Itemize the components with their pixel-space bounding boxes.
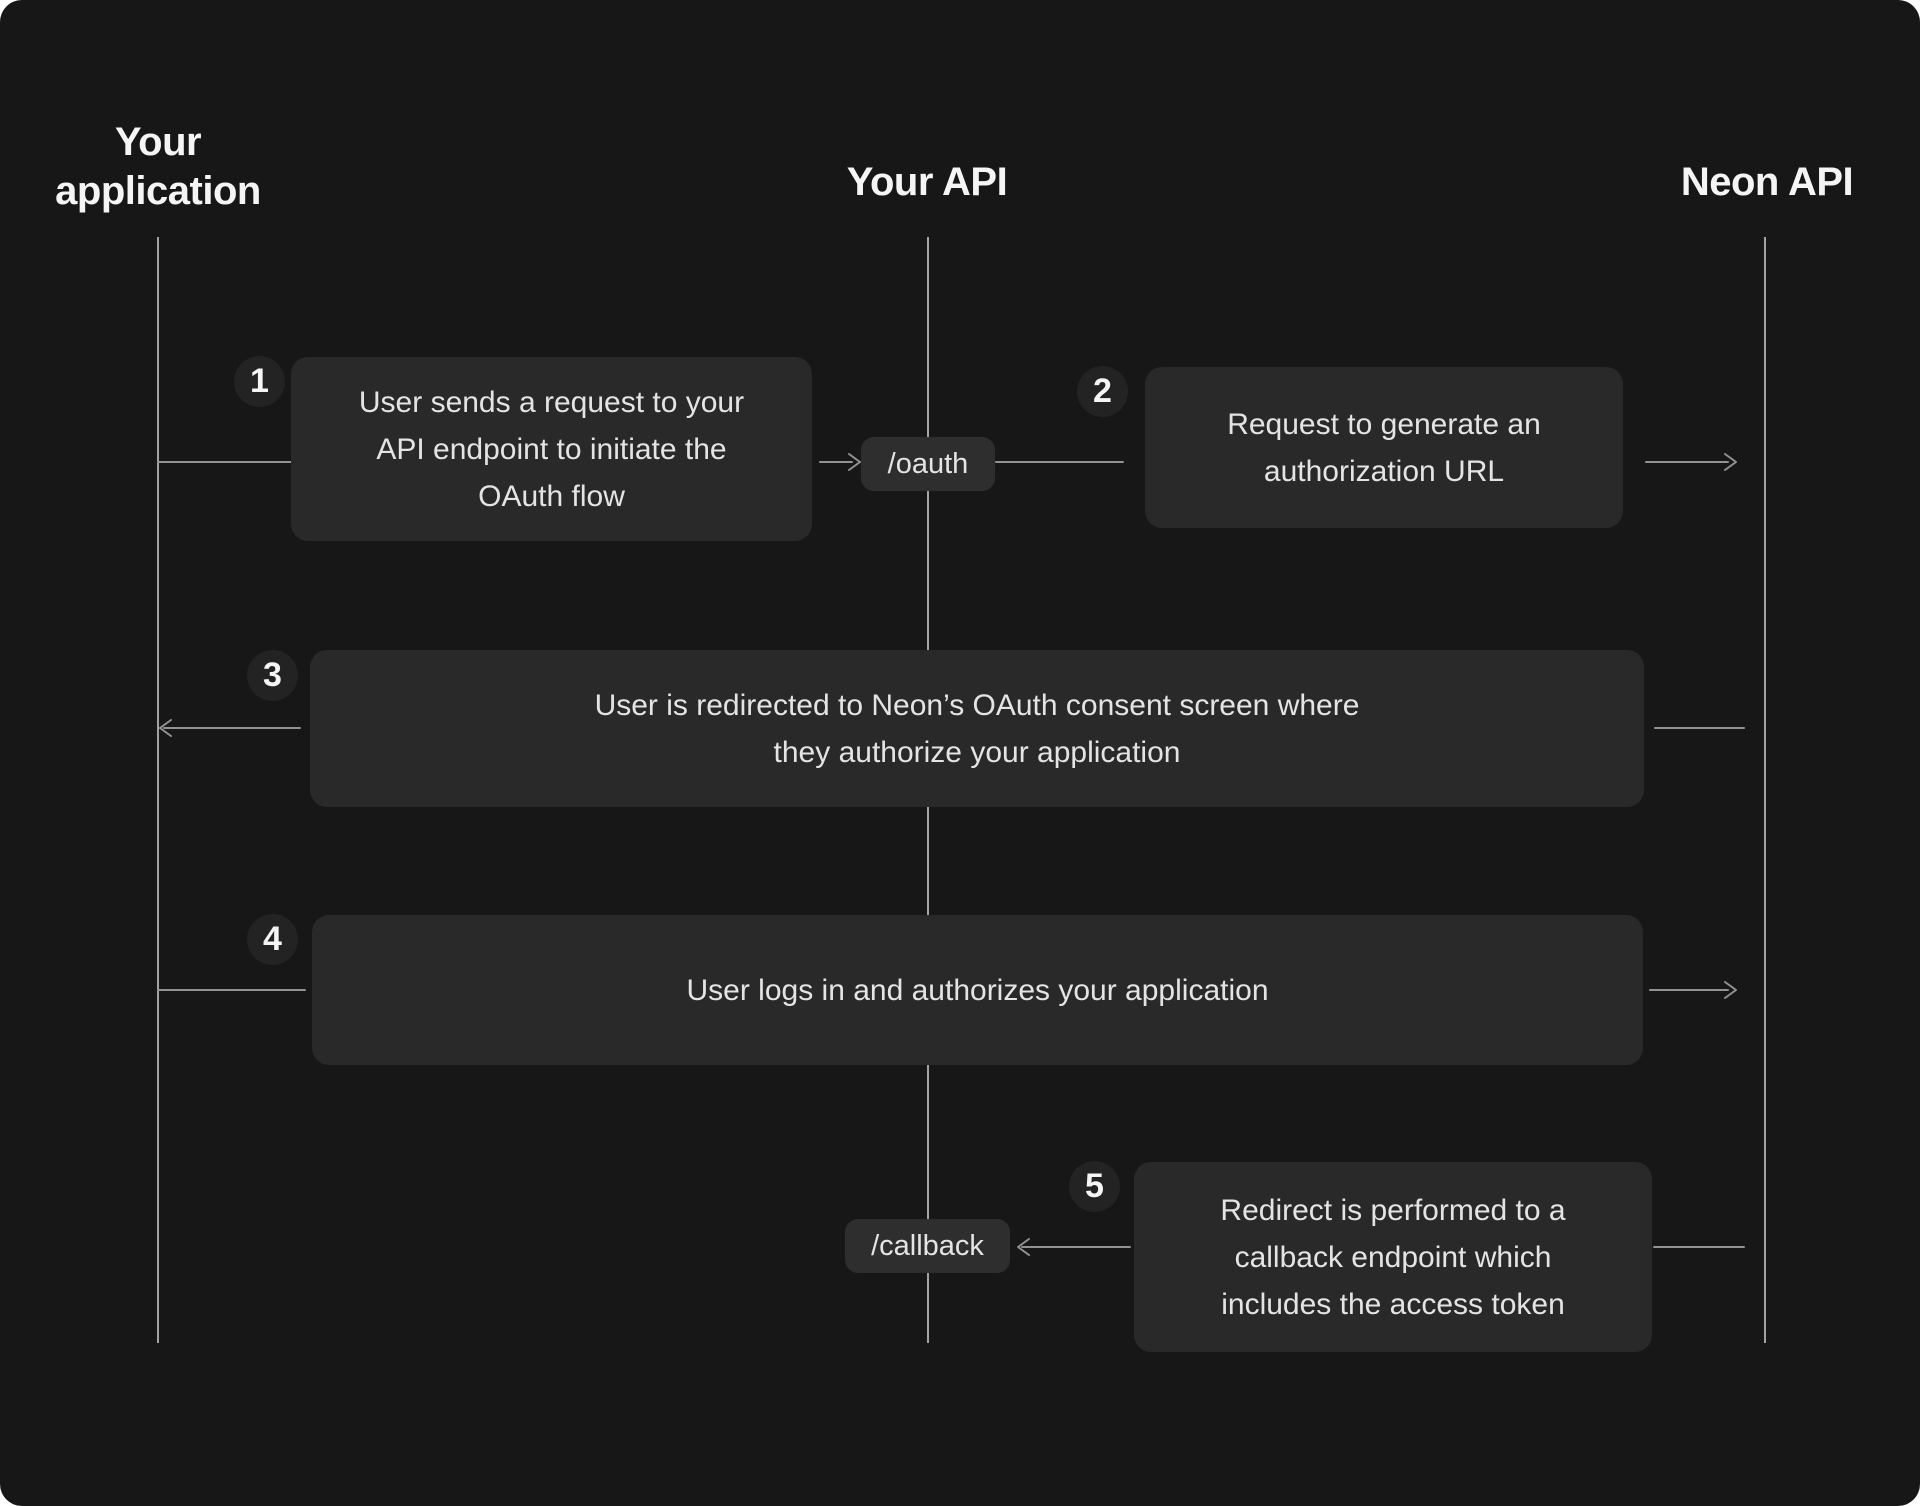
endpoint-callback-chip: /callback — [845, 1219, 1010, 1273]
message-4-arrow-to-neon-api — [1649, 981, 1737, 999]
actor-label-your-application: Your application — [55, 120, 261, 213]
step-5-box: Redirect is performed to a callback endp… — [1134, 1162, 1652, 1352]
step-5-badge: 5 — [1069, 1161, 1120, 1212]
endpoint-oauth-chip: /oauth — [861, 437, 995, 491]
message-1-arrow-to-oauth — [819, 453, 861, 471]
step-3-badge: 3 — [247, 650, 298, 701]
message-3-arrow-to-your-application — [159, 719, 301, 737]
step-2-box: Request to generate an authorization URL — [1145, 367, 1623, 528]
step-1-box: User sends a request to your API endpoin… — [291, 357, 812, 541]
step-2-badge: 2 — [1077, 366, 1128, 417]
message-2-arrow-to-neon-api — [1645, 453, 1737, 471]
actor-label-your-api: Your API — [846, 160, 1008, 204]
actor-label-neon-api: Neon API — [1680, 160, 1854, 204]
step-4-badge: 4 — [247, 914, 298, 965]
step-3-box: User is redirected to Neon’s OAuth conse… — [310, 650, 1644, 807]
step-1-badge: 1 — [234, 356, 285, 407]
step-4-box: User logs in and authorizes your applica… — [312, 915, 1643, 1065]
message-5-arrow-to-callback — [1017, 1238, 1131, 1256]
